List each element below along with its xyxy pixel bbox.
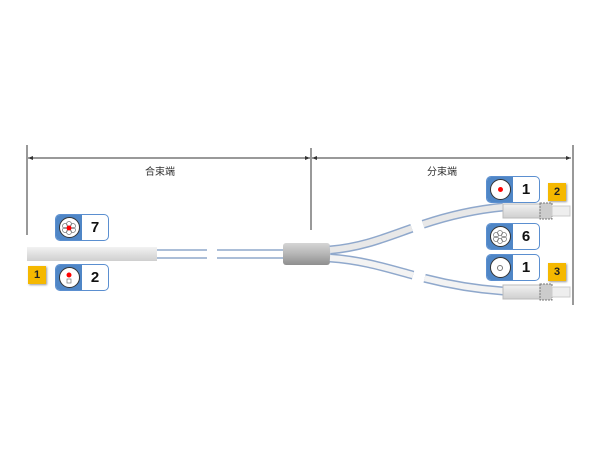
- two-core-icon: [58, 267, 80, 288]
- core-badge: 7: [55, 214, 109, 241]
- end-tag: 1: [28, 266, 46, 284]
- core-badge: 2: [55, 264, 109, 291]
- core-count: 1: [521, 181, 531, 198]
- bundled-end-label: 合束端: [145, 167, 175, 178]
- upper-branch: [329, 202, 571, 255]
- six-strand-core-icon: [489, 226, 511, 247]
- split-end-label: 分束端: [427, 167, 457, 178]
- junction-sleeve: [283, 243, 330, 265]
- core-badge: 1: [486, 176, 540, 203]
- core-badge: 1: [486, 254, 540, 281]
- seven-strand-core-icon: [58, 217, 80, 238]
- core-count: 2: [90, 269, 100, 286]
- core-count: 7: [90, 219, 100, 236]
- single-red-core-icon: [489, 179, 511, 200]
- core-badge: 6: [486, 223, 540, 250]
- single-white-core-icon: [489, 257, 511, 278]
- lower-branch: [329, 253, 571, 301]
- end-tag: 3: [548, 263, 566, 281]
- end-tag: 2: [548, 183, 566, 201]
- main-cable: [27, 243, 330, 265]
- core-count: 6: [521, 228, 531, 245]
- core-count: 1: [521, 259, 531, 276]
- dimension-lines: [26, 145, 574, 305]
